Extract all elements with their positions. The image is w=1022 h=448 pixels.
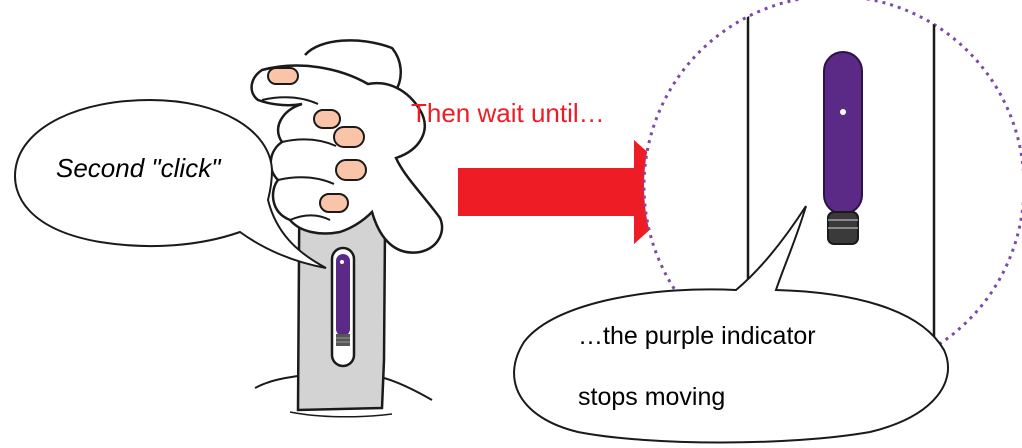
thumbnail [268,68,298,84]
indicator-label-line1: …the purple indicator [578,322,816,351]
device-in-hand-illustration [15,40,442,416]
second-click-label: Second "click" [56,153,220,184]
lap-line-right [384,378,432,400]
purple-indicator-small [336,254,350,336]
fingernail-2 [334,127,364,147]
zoomed-view [514,0,1022,448]
indicator-dot-small [340,260,344,264]
then-wait-label: Then wait until… [411,98,605,129]
fingernail-3 [336,160,366,180]
lap-line-bottom [290,412,392,417]
indicator-label-line2: stops moving [578,383,725,412]
indicator-dot-large [840,109,846,115]
fingernail-1 [314,110,340,128]
purple-indicator-large [824,52,862,214]
lap-line-left [255,376,298,388]
plunger-grip-small [336,334,350,346]
fingernail-4 [320,194,348,212]
